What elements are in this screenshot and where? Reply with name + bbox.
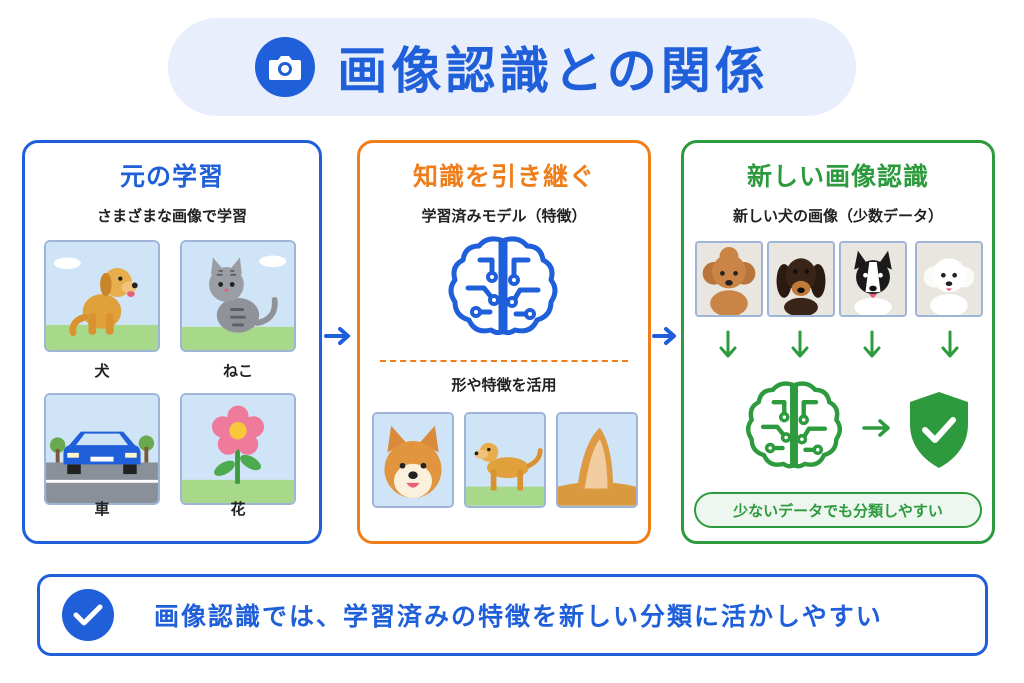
section-divider: [380, 360, 628, 362]
dog-icon: [44, 240, 160, 352]
panel-new-recognition: 新しい画像認識 新しい犬の画像（少数データ）: [681, 140, 995, 544]
tile-label: 車: [94, 500, 110, 518]
panel-title: 知識を引き継ぐ: [412, 162, 595, 191]
tile-label: 犬: [94, 362, 110, 380]
dog-body-icon: [464, 412, 546, 508]
panel-subtitle-secondary: 形や特徴を活用: [451, 376, 557, 394]
dog-ear-icon: [556, 412, 638, 508]
panel-subtitle: 学習済みモデル（特徴）: [421, 207, 587, 225]
panel-subtitle: 新しい犬の画像（少数データ）: [732, 207, 943, 225]
page-title: 画像認識との関係: [337, 42, 769, 100]
dachshund-icon: [767, 241, 835, 317]
arrow-right-icon: [652, 327, 676, 345]
title-banner: 画像認識との関係: [168, 18, 856, 116]
summary-text: 画像認識では、学習済みの特徴を新しい分類に活かしやすい: [154, 602, 883, 631]
camera-icon: [255, 37, 316, 97]
panel-subtitle: さまざまな画像で学習: [96, 207, 247, 225]
tile-label: ねこ: [222, 362, 253, 380]
tile-label: 花: [230, 500, 246, 518]
shield-check-icon: [910, 392, 968, 468]
poodle-icon: [695, 241, 763, 317]
arrow-right-icon: [862, 419, 890, 437]
check-icon: [62, 589, 114, 641]
arrow-down-icon: [791, 330, 809, 358]
shiba-face-icon: [372, 412, 454, 508]
arrow-right-icon: [324, 327, 350, 345]
arrow-down-icon: [941, 330, 959, 358]
flower-icon: [180, 393, 296, 505]
summary-box: 画像認識では、学習済みの特徴を新しい分類に活かしやすい: [37, 574, 988, 656]
maltese-icon: [915, 241, 983, 317]
panel-title: 元の学習: [119, 162, 224, 191]
cat-icon: [180, 240, 296, 352]
arrow-down-icon: [863, 330, 881, 358]
result-badge: 少ないデータでも分類しやすい: [694, 492, 982, 528]
brain-icon: [745, 381, 843, 469]
panel-title: 新しい画像認識: [746, 162, 929, 191]
border-collie-icon: [839, 241, 907, 317]
car-icon: [44, 393, 160, 505]
brain-icon: [448, 236, 558, 336]
arrow-down-icon: [719, 330, 737, 358]
